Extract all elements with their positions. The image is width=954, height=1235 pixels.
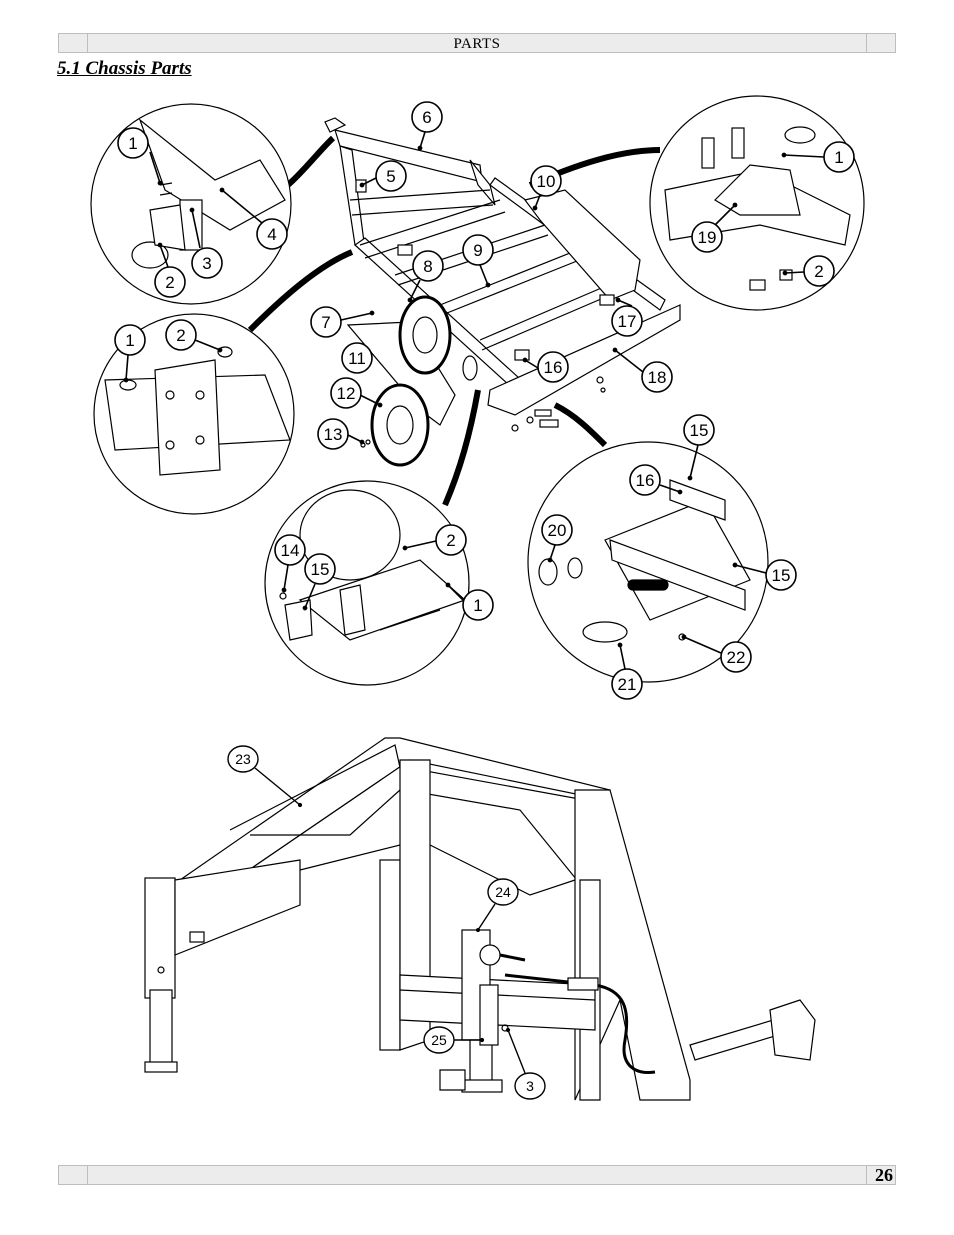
- callout-label: 8: [423, 257, 432, 276]
- callout-label: 4: [267, 225, 276, 244]
- callout-detail5-16: 16: [629, 464, 683, 496]
- callout-label: 15: [311, 560, 330, 579]
- bottom-diagram: [144, 737, 816, 1101]
- callout-label: 21: [618, 675, 637, 694]
- callout-label: 16: [636, 471, 655, 490]
- callout-9: 9: [462, 234, 494, 288]
- callout-label: 23: [235, 751, 251, 767]
- detail-5-contents: [538, 479, 751, 643]
- callout-detail4-14: 14: [274, 534, 306, 593]
- top-diagram: [90, 95, 865, 686]
- callout-detail5-20: 20: [541, 514, 573, 563]
- callout-label: 5: [386, 167, 395, 186]
- callout-label: 1: [834, 148, 843, 167]
- callout-25: 25: [423, 1026, 485, 1054]
- callouts-top: 1 2 3 4 5 6 7: [114, 101, 855, 700]
- section-title: 5.1 Chassis Parts: [57, 58, 192, 79]
- callout-label: 7: [321, 313, 330, 332]
- callout-1: 1: [117, 127, 163, 186]
- callout-label: 20: [548, 521, 567, 540]
- callout-detail4-2: 2: [402, 524, 467, 556]
- page-number: 26: [875, 1165, 893, 1185]
- callout-label: 25: [431, 1032, 447, 1048]
- callout-23: 23: [227, 745, 303, 808]
- callout-label: 2: [176, 326, 185, 345]
- leader-curve: [553, 402, 608, 448]
- callout-label: 6: [422, 108, 431, 127]
- callout-label: 14: [281, 541, 300, 560]
- callout-label: 24: [495, 884, 511, 900]
- callout-detail4-15: 15: [302, 553, 336, 611]
- header-title: PARTS: [453, 36, 501, 52]
- callout-11: 11: [341, 342, 373, 374]
- detail-circle-4: [264, 480, 470, 686]
- callout-label: 2: [446, 531, 455, 550]
- callout-12: 12: [330, 377, 383, 409]
- chassis-frame: [324, 117, 681, 416]
- callout-label: 19: [698, 228, 717, 247]
- callout-label: 16: [544, 358, 563, 377]
- callout-label: 3: [526, 1078, 534, 1094]
- callout-18: 18: [612, 347, 673, 393]
- callout-5: 5: [359, 160, 407, 192]
- callout-detail2-2: 2: [782, 255, 835, 287]
- detail-2-contents: [664, 126, 851, 291]
- callout-label: 17: [618, 312, 637, 331]
- callouts-bottom: 23 24 25 3: [227, 745, 546, 1100]
- callout-label: 15: [690, 421, 709, 440]
- detail-3-contents: [104, 346, 291, 476]
- callout-detail3-2: 2: [165, 319, 223, 353]
- callout-detail3-1: 1: [114, 324, 146, 383]
- callout-label: 13: [324, 425, 343, 444]
- callout-label: 11: [348, 349, 366, 368]
- callout-3-bottom: 3: [505, 1027, 546, 1100]
- callout-label: 1: [128, 134, 137, 153]
- callout-17: 17: [611, 297, 643, 337]
- leader-curve: [286, 135, 336, 188]
- callout-16: 16: [522, 351, 569, 383]
- callout-8: 8: [407, 250, 444, 303]
- callout-6: 6: [411, 101, 443, 151]
- footer-bar: 26: [58, 1165, 896, 1185]
- fender-and-wheels: [346, 295, 606, 467]
- callout-detail5-22: 22: [681, 634, 752, 673]
- callout-label: 1: [125, 331, 134, 350]
- callout-4: 4: [219, 187, 288, 250]
- callout-24: 24: [475, 878, 519, 933]
- callout-3: 3: [189, 207, 223, 279]
- callout-13: 13: [317, 418, 365, 450]
- callout-label: 1: [473, 596, 482, 615]
- callout-detail5-21: 21: [611, 642, 643, 700]
- callout-2: 2: [154, 242, 186, 298]
- callout-label: 2: [165, 273, 174, 292]
- callout-label: 3: [202, 254, 211, 273]
- callout-7: 7: [310, 306, 375, 338]
- callout-label: 2: [814, 262, 823, 281]
- callout-label: 9: [473, 241, 482, 260]
- callout-10: 10: [530, 165, 562, 211]
- callout-label: 12: [337, 384, 356, 403]
- callout-detail4-1: 1: [445, 582, 494, 621]
- callout-label: 18: [648, 368, 667, 387]
- callout-label: 15: [772, 566, 791, 585]
- callout-detail5-15a: 15: [683, 414, 715, 481]
- header-bar: PARTS: [58, 33, 896, 53]
- callout-detail2-19: 19: [691, 202, 738, 253]
- callout-label: 22: [727, 648, 746, 667]
- detail-1-contents: [131, 118, 286, 269]
- callout-detail2-1: 1: [781, 141, 855, 173]
- leader-curve: [442, 389, 481, 507]
- callout-label: 10: [537, 172, 556, 191]
- callout-detail5-15b: 15: [732, 559, 797, 591]
- leader-curve: [247, 249, 354, 333]
